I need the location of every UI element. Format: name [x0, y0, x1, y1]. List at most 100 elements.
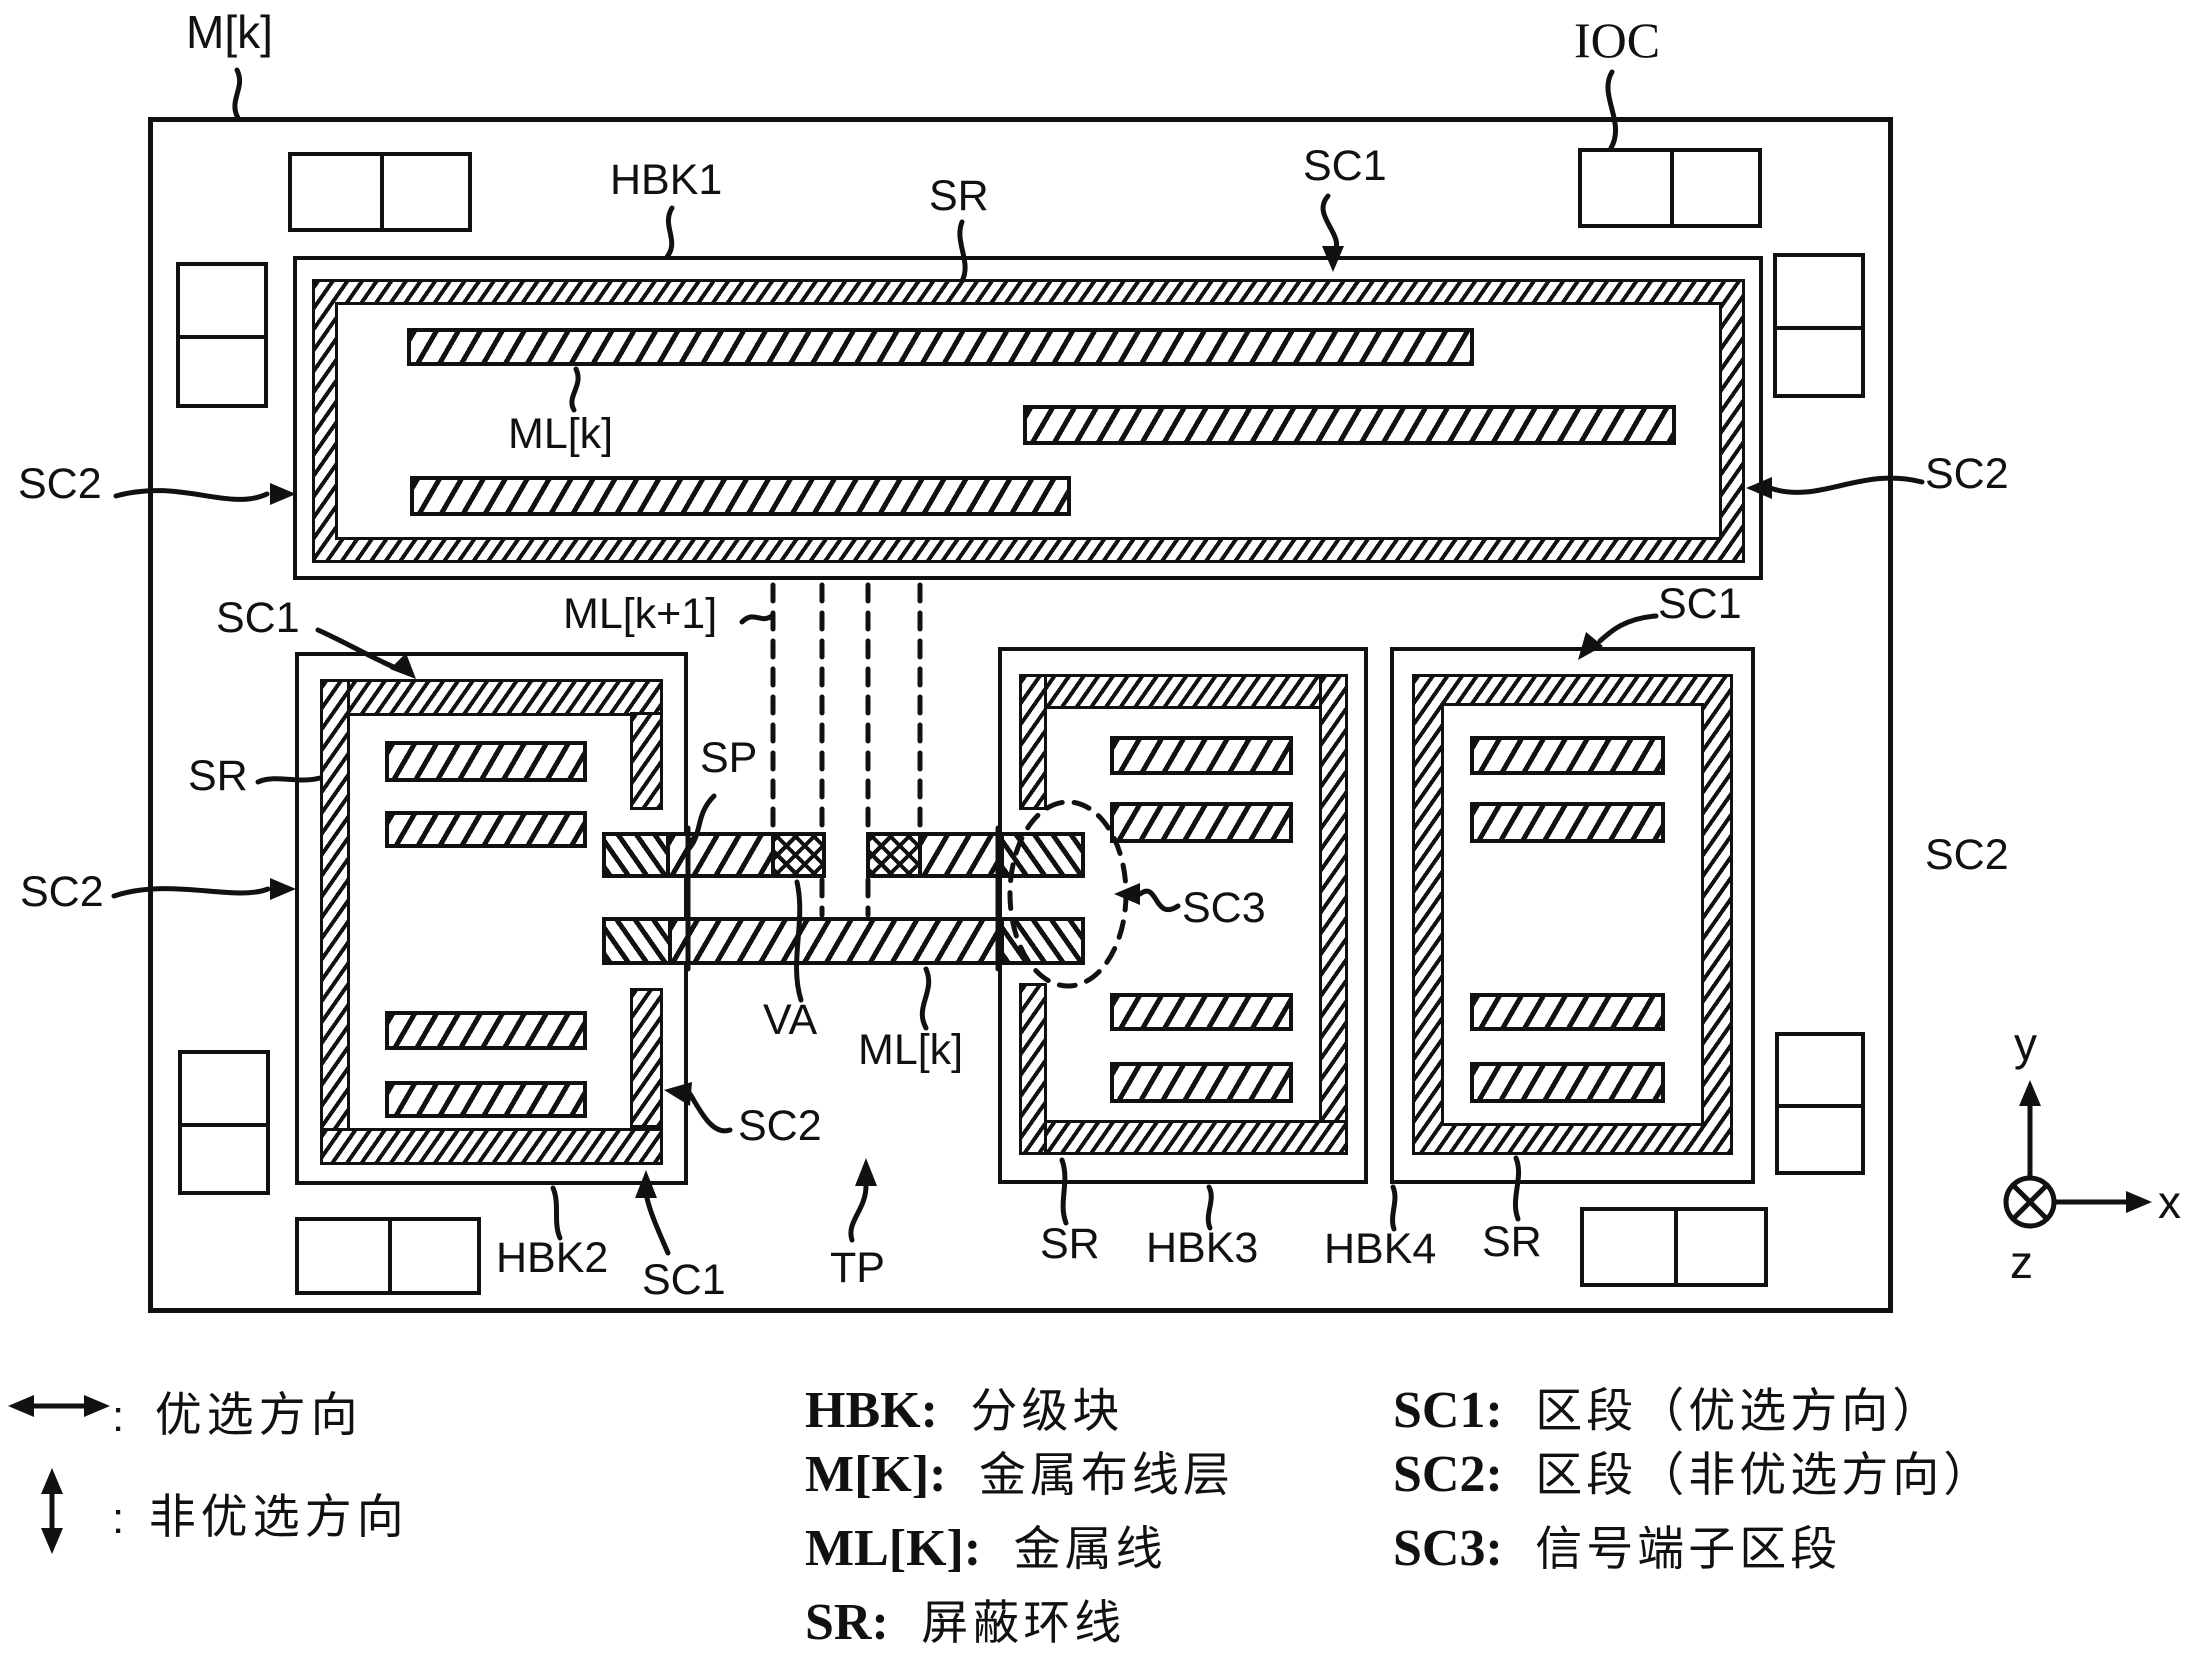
leader-hbk4 — [1390, 1184, 1398, 1232]
pad-right-upper — [1773, 253, 1865, 398]
arrowhead-legend-v-bottom — [41, 1528, 63, 1554]
legend-colon: : — [112, 1392, 125, 1441]
leader-hbk2 — [550, 1185, 563, 1241]
legend-def: 区段（非优选方向） — [1535, 1450, 1995, 1502]
label-ioc: IOC — [1574, 12, 1661, 68]
arrowhead-sc3 — [1114, 883, 1140, 905]
pad-divider — [380, 156, 384, 228]
legend-def: 信号端子区段 — [1535, 1524, 1842, 1576]
legend-term: HBK: — [805, 1382, 938, 1439]
leader-sp — [683, 793, 717, 855]
hbk2-ring-right-lower — [630, 988, 663, 1128]
label-sc2-left-lower: SC2 — [20, 868, 104, 916]
hbk3-metal-line-4 — [1110, 1062, 1293, 1103]
pad-left-upper — [176, 262, 268, 408]
legend-preferred-direction: : 优选方向 — [112, 1376, 363, 1445]
pad-bottom-right — [1580, 1207, 1768, 1287]
arrowhead-axis-x — [2126, 1191, 2152, 1213]
hbk3-metal-line-2 — [1110, 802, 1293, 843]
hbk4-metal-line-2 — [1470, 802, 1665, 843]
leader-sc2-left-upper — [113, 488, 270, 502]
label-sc1-bottom: SC1 — [642, 1256, 726, 1304]
label-va: VA — [763, 996, 818, 1044]
label-mlk-center: ML[k] — [858, 1026, 964, 1074]
arrowhead-sc2-left-lower — [270, 878, 296, 900]
leader-sr-hbk4 — [1512, 1155, 1522, 1222]
label-hbk2: HBK2 — [496, 1234, 609, 1282]
pad-divider — [1674, 1211, 1678, 1283]
legend-def: 金属线 — [1013, 1524, 1167, 1576]
leader-sc3 — [1137, 888, 1181, 913]
leader-sc1-left — [315, 627, 399, 671]
label-sc2-right-lower: SC2 — [1925, 831, 2009, 879]
pad-divider — [1777, 325, 1861, 330]
leader-sr-hbk3 — [1059, 1157, 1069, 1226]
label-hbk1: HBK1 — [610, 156, 723, 204]
arrowhead-legend-h-right — [84, 1395, 110, 1417]
axis-z-symbol — [2003, 1175, 2057, 1229]
hbk1-metal-line-2 — [1023, 405, 1676, 445]
pad-top-left — [288, 152, 472, 232]
hbk3-ring-left-lower — [1019, 983, 1047, 1155]
label-mlk-hbk1: ML[k] — [508, 410, 614, 458]
hbk2-ring-top — [320, 679, 663, 716]
hbk4-metal-line-4 — [1470, 1062, 1665, 1103]
leader-sc2-bottom — [687, 1091, 733, 1134]
label-sc2-right-upper: SC2 — [1925, 450, 2009, 498]
leader-tp — [848, 1183, 869, 1243]
leader-mlk-hbk1 — [569, 366, 581, 413]
label-sc2-bottom: SC2 — [738, 1102, 822, 1150]
label-sr-top: SR — [929, 172, 989, 220]
legend-seg-sc3: SC3: 信号端子区段 — [1393, 1510, 1841, 1579]
arrowhead-sc1-right — [1578, 632, 1603, 660]
axis-z-label: z — [2010, 1236, 2033, 1288]
sc3-ellipse — [1007, 799, 1129, 989]
leader-sc2-left-lower — [111, 886, 271, 899]
hbk3-metal-line-1 — [1110, 736, 1293, 775]
label-mk: M[k] — [186, 6, 273, 58]
label-hbk3: HBK3 — [1146, 1224, 1259, 1272]
conn-upper-via-left — [771, 832, 826, 878]
pad-divider — [1670, 152, 1674, 224]
arrowhead-legend-v-top — [41, 1468, 63, 1494]
hbk2-ring-bottom — [320, 1128, 663, 1165]
label-tp: TP — [830, 1244, 885, 1292]
conn-upper-seg-pref2 — [918, 832, 1004, 878]
leader-mlk-plus1 — [739, 613, 775, 625]
arrowhead-tp — [855, 1158, 877, 1186]
pad-right-lower — [1775, 1032, 1865, 1175]
arrowhead-sc1-top — [1322, 246, 1344, 272]
label-sr-hbk4: SR — [1482, 1218, 1542, 1266]
legend-abbr-sr: SR: 屏蔽环线 — [805, 1584, 1125, 1653]
leader-ioc — [1605, 69, 1619, 151]
conn-upper-seg-pref — [666, 832, 775, 878]
conn-lower-seg-nonpref — [602, 917, 672, 965]
hbk4-metal-line-3 — [1470, 993, 1665, 1031]
hbk2-metal-line-1 — [385, 741, 587, 782]
label-sc1-right: SC1 — [1658, 580, 1742, 628]
legend-seg-sc2: SC2: 区段（非优选方向） — [1393, 1436, 1994, 1505]
pad-divider — [180, 335, 264, 339]
label-sr-left: SR — [188, 752, 248, 800]
leader-sc1-right — [1597, 613, 1659, 644]
leader-mk — [232, 67, 243, 121]
leader-hbk3 — [1205, 1184, 1214, 1231]
legend-seg-sc1: SC1: 区段（优选方向） — [1393, 1372, 1943, 1441]
legend-term: SC1: — [1393, 1382, 1503, 1439]
legend-abbr-hbk: HBK: 分级块 — [805, 1372, 1123, 1441]
legend-term: M[K]: — [805, 1446, 947, 1503]
arrowhead-sc2-bottom — [664, 1082, 692, 1106]
legend-colon: : — [112, 1494, 125, 1543]
pad-bottom-left — [295, 1217, 481, 1295]
label-sr-hbk3: SR — [1040, 1220, 1100, 1268]
hbk2-ring-right-upper — [630, 712, 663, 810]
legend-term: SC2: — [1393, 1446, 1503, 1503]
label-hbk4: HBK4 — [1324, 1225, 1437, 1273]
pad-top-right-ioc — [1578, 148, 1762, 228]
legend-term: ML[K]: — [805, 1520, 982, 1577]
leader-va — [794, 879, 804, 1003]
legend-def: 区段（优选方向） — [1535, 1386, 1944, 1438]
hbk1-metal-line-3 — [410, 476, 1071, 516]
label-sc1-left: SC1 — [216, 594, 300, 642]
hbk1-metal-line-1 — [407, 328, 1474, 366]
